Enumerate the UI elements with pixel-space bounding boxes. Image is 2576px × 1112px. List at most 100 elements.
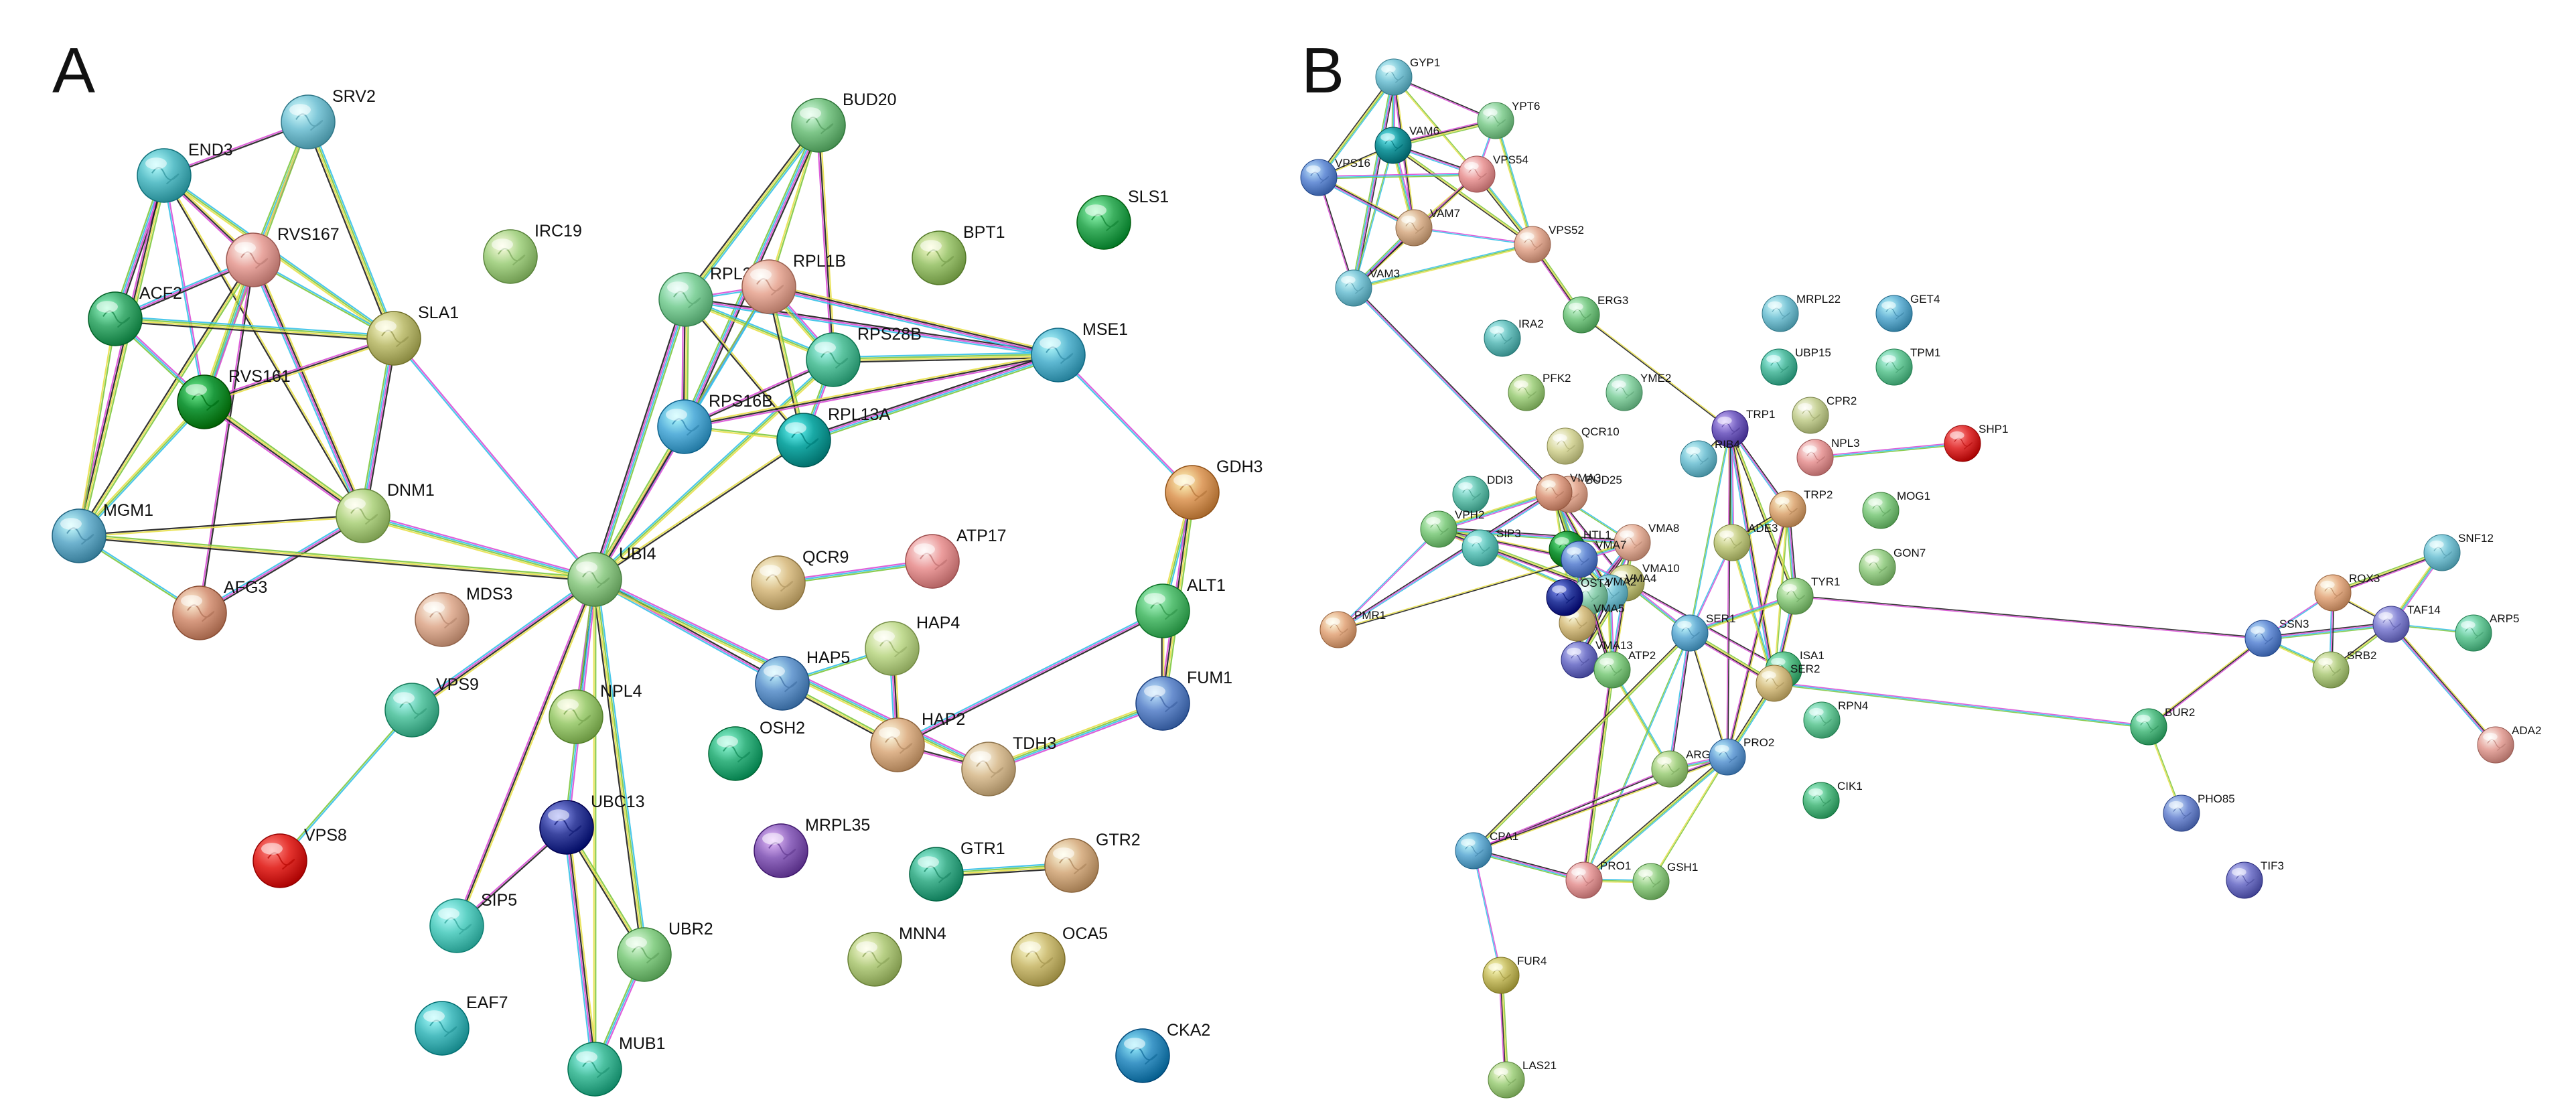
node-sphere[interactable] bbox=[1482, 957, 1520, 994]
node-sphere[interactable] bbox=[2312, 651, 2350, 689]
node-sphere[interactable] bbox=[754, 823, 808, 878]
protein-node-rpl1b[interactable]: RPL1B bbox=[741, 252, 846, 314]
protein-node-ira2[interactable]: IRA2 bbox=[1484, 318, 1544, 357]
node-sphere[interactable] bbox=[1561, 541, 1598, 578]
protein-node-vma3[interactable]: VMA3 bbox=[1535, 472, 1601, 511]
protein-node-sip5[interactable]: SIP5 bbox=[429, 891, 517, 953]
node-sphere[interactable] bbox=[2372, 606, 2410, 643]
node-sphere[interactable] bbox=[429, 898, 484, 953]
node-sphere[interactable] bbox=[1165, 465, 1220, 520]
node-sphere[interactable] bbox=[1455, 832, 1492, 870]
node-sphere[interactable] bbox=[1488, 1061, 1525, 1099]
protein-node-acf2[interactable]: ACF2 bbox=[88, 284, 182, 346]
protein-node-ubp15[interactable]: UBP15 bbox=[1760, 346, 1831, 386]
protein-node-srb2[interactable]: SRB2 bbox=[2312, 649, 2376, 689]
protein-node-mgm1[interactable]: MGM1 bbox=[52, 501, 153, 563]
protein-node-ubi4[interactable]: UBI4 bbox=[567, 545, 656, 607]
node-sphere[interactable] bbox=[865, 621, 920, 676]
protein-node-pmr1[interactable]: PMR1 bbox=[1319, 609, 1386, 648]
node-sphere[interactable] bbox=[1792, 397, 1829, 434]
protein-node-cik1[interactable]: CIK1 bbox=[1802, 780, 1863, 819]
node-sphere[interactable] bbox=[2163, 794, 2200, 832]
node-sphere[interactable] bbox=[741, 259, 796, 314]
protein-node-ser1[interactable]: SER1 bbox=[1671, 612, 1735, 652]
protein-node-shp1[interactable]: SHP1 bbox=[1944, 423, 2008, 462]
protein-node-hap5[interactable]: HAP5 bbox=[755, 648, 850, 711]
protein-node-end3[interactable]: END3 bbox=[137, 141, 233, 203]
protein-node-qcr10[interactable]: QCR10 bbox=[1547, 425, 1620, 465]
protein-node-fum1[interactable]: FUM1 bbox=[1135, 669, 1232, 731]
protein-node-pfk2[interactable]: PFK2 bbox=[1508, 372, 1571, 411]
node-sphere[interactable] bbox=[1760, 348, 1798, 386]
node-sphere[interactable] bbox=[617, 927, 672, 982]
protein-node-vma13[interactable]: VMA13 bbox=[1561, 639, 1633, 679]
protein-node-mrpl35[interactable]: MRPL35 bbox=[754, 816, 870, 878]
node-sphere[interactable] bbox=[847, 932, 902, 987]
node-sphere[interactable] bbox=[366, 311, 421, 366]
node-sphere[interactable] bbox=[1461, 529, 1499, 567]
node-sphere[interactable] bbox=[1452, 476, 1490, 513]
node-sphere[interactable] bbox=[1671, 614, 1709, 652]
protein-node-sls1[interactable]: SLS1 bbox=[1076, 188, 1169, 250]
node-sphere[interactable] bbox=[1458, 155, 1496, 193]
node-sphere[interactable] bbox=[1300, 159, 1338, 196]
node-sphere[interactable] bbox=[751, 555, 806, 610]
protein-node-vph2[interactable]: VPH2 bbox=[1420, 508, 1484, 548]
protein-node-cpr2[interactable]: CPR2 bbox=[1792, 395, 1857, 434]
protein-node-mub1[interactable]: MUB1 bbox=[567, 1034, 665, 1097]
node-sphere[interactable] bbox=[253, 833, 307, 888]
protein-node-rvs167[interactable]: RVS167 bbox=[226, 225, 340, 287]
protein-node-tyr1[interactable]: TYR1 bbox=[1776, 575, 1840, 615]
node-sphere[interactable] bbox=[415, 1001, 470, 1056]
protein-node-tdh3[interactable]: TDH3 bbox=[961, 734, 1056, 796]
protein-node-rpn4[interactable]: RPN4 bbox=[1803, 699, 1868, 739]
node-sphere[interactable] bbox=[1420, 510, 1457, 548]
protein-node-mse1[interactable]: MSE1 bbox=[1031, 320, 1128, 383]
node-sphere[interactable] bbox=[791, 98, 846, 153]
node-sphere[interactable] bbox=[415, 592, 470, 647]
protein-node-oca5[interactable]: OCA5 bbox=[1011, 924, 1108, 987]
node-sphere[interactable] bbox=[2477, 726, 2514, 764]
protein-node-ubc13[interactable]: UBC13 bbox=[539, 792, 645, 855]
protein-node-rps28b[interactable]: RPS28B bbox=[806, 325, 922, 387]
protein-node-tpm1[interactable]: TPM1 bbox=[1875, 346, 1940, 386]
protein-node-bud20[interactable]: BUD20 bbox=[791, 90, 897, 153]
node-sphere[interactable] bbox=[1546, 579, 1583, 616]
node-sphere[interactable] bbox=[1713, 524, 1751, 561]
protein-node-afg3[interactable]: AFG3 bbox=[172, 578, 267, 640]
protein-node-ddi3[interactable]: DDI3 bbox=[1452, 474, 1513, 513]
protein-node-qcr9[interactable]: QCR9 bbox=[751, 548, 849, 610]
node-sphere[interactable] bbox=[1115, 1028, 1170, 1083]
node-sphere[interactable] bbox=[1563, 296, 1600, 334]
protein-node-vam6[interactable]: VAM6 bbox=[1374, 125, 1439, 164]
protein-node-mrpl22[interactable]: MRPL22 bbox=[1762, 293, 1841, 332]
node-sphere[interactable] bbox=[1477, 102, 1514, 139]
protein-node-trp2[interactable]: TRP2 bbox=[1769, 488, 1833, 528]
node-sphere[interactable] bbox=[1944, 425, 1981, 462]
node-sphere[interactable] bbox=[1395, 209, 1433, 247]
node-sphere[interactable] bbox=[912, 230, 967, 285]
protein-node-gsh1[interactable]: GSH1 bbox=[1632, 861, 1698, 900]
node-sphere[interactable] bbox=[1875, 348, 1913, 386]
protein-node-cpa1[interactable]: CPA1 bbox=[1455, 830, 1518, 870]
node-sphere[interactable] bbox=[1802, 782, 1840, 819]
protein-node-yme2[interactable]: YME2 bbox=[1605, 372, 1671, 411]
protein-node-gdh3[interactable]: GDH3 bbox=[1165, 458, 1263, 520]
protein-node-vps52[interactable]: VPS52 bbox=[1514, 224, 1584, 263]
protein-node-las21[interactable]: LAS21 bbox=[1488, 1059, 1557, 1099]
node-sphere[interactable] bbox=[1796, 439, 1834, 476]
node-sphere[interactable] bbox=[52, 508, 106, 563]
protein-node-rps16b[interactable]: RPS16B bbox=[657, 392, 773, 454]
node-sphere[interactable] bbox=[1803, 701, 1841, 739]
node-sphere[interactable] bbox=[755, 656, 810, 711]
node-sphere[interactable] bbox=[1031, 328, 1086, 383]
protein-node-vma8[interactable]: VMA8 bbox=[1614, 522, 1679, 561]
protein-node-mnn4[interactable]: MNN4 bbox=[847, 924, 946, 987]
protein-node-bpt1[interactable]: BPT1 bbox=[912, 223, 1005, 285]
protein-node-ada2[interactable]: ADA2 bbox=[2477, 724, 2541, 764]
protein-node-irc19[interactable]: IRC19 bbox=[483, 222, 582, 284]
protein-node-rib4[interactable]: RIB4 bbox=[1680, 438, 1740, 478]
protein-node-ubr2[interactable]: UBR2 bbox=[617, 920, 713, 982]
protein-node-rpl13a[interactable]: RPL13A bbox=[776, 405, 890, 468]
node-sphere[interactable] bbox=[172, 585, 227, 640]
